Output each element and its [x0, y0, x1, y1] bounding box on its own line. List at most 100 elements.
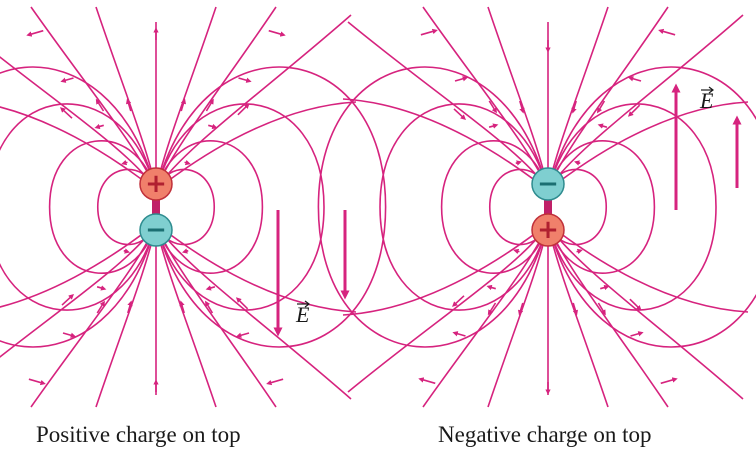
right-caption: Negative charge on top [438, 422, 652, 447]
field-line [342, 223, 549, 316]
field-line [547, 66, 756, 348]
field-direction-arrow [627, 76, 642, 82]
field-direction-arrow [121, 159, 128, 166]
positive-charge [139, 167, 173, 201]
field-direction-arrow [60, 77, 74, 83]
field-line [547, 6, 669, 190]
field-direction-arrow [453, 108, 466, 121]
field-line [317, 66, 549, 348]
field-direction-arrow [418, 377, 436, 385]
field-direction-arrow [600, 284, 610, 291]
field-line [0, 224, 157, 358]
field-direction-arrow [205, 285, 216, 291]
field-direction-arrow [237, 103, 250, 116]
vector-arrow-icon [708, 86, 714, 94]
field-line [155, 224, 352, 400]
field-direction-arrow [576, 248, 583, 255]
plus-sign: + [537, 215, 559, 245]
right-panel-field: −+ [317, 6, 756, 408]
vector-arrow-icon [304, 300, 310, 308]
field-line [48, 140, 157, 274]
field-line [342, 98, 549, 191]
field-direction-arrow [597, 100, 606, 114]
field-direction-arrow [127, 300, 133, 314]
field-direction-arrow [597, 123, 608, 129]
field-direction-arrow [486, 284, 496, 291]
field-line [347, 224, 549, 393]
minus-sign: − [145, 215, 167, 245]
field-line [422, 224, 549, 408]
field-direction-arrow [61, 293, 74, 306]
field-direction-arrow [208, 123, 218, 130]
field-direction-arrow [184, 159, 191, 166]
field-direction-arrow [205, 98, 214, 112]
field-direction-arrow [454, 76, 469, 82]
field-direction-arrow [268, 29, 286, 37]
field-direction-arrow [629, 298, 642, 311]
field-line [155, 168, 216, 246]
field-direction-arrow [627, 104, 641, 117]
field-line [347, 21, 549, 190]
field-direction-arrow [452, 331, 466, 337]
field-direction-arrow [62, 332, 77, 338]
field-direction-arrow [597, 302, 606, 316]
field-line [547, 223, 749, 313]
field-line [547, 103, 717, 311]
field-line [155, 223, 357, 313]
e-field-label: E [699, 88, 714, 113]
positive-charge [531, 213, 565, 247]
field-direction-arrow [572, 302, 579, 316]
field-line [155, 140, 264, 274]
field-direction-arrow [205, 300, 214, 314]
field-line [547, 224, 669, 408]
field-direction-arrow [630, 331, 644, 337]
field-direction-arrow [179, 300, 185, 314]
field-line [547, 168, 608, 246]
field-direction-arrow [266, 378, 284, 386]
field-direction-arrow [94, 123, 104, 130]
field-direction-arrow [238, 77, 252, 83]
field-line [155, 103, 325, 311]
field-direction-arrow [660, 377, 678, 385]
field-line [547, 14, 744, 190]
field-line [155, 66, 387, 348]
field-line [440, 140, 549, 274]
field-line [547, 224, 744, 400]
negative-charge [531, 167, 565, 201]
negative-charge [139, 213, 173, 247]
field-direction-arrow [571, 100, 577, 114]
e-field-label: E [295, 302, 310, 327]
field-direction-arrow [517, 302, 524, 316]
field-direction-arrow [96, 285, 107, 291]
field-line [155, 224, 277, 408]
field-direction-arrow [658, 28, 676, 36]
field-line [155, 14, 352, 190]
field-direction-arrow [420, 28, 438, 36]
left-caption: Positive charge on top [36, 422, 241, 447]
field-line [155, 101, 357, 191]
field-direction-arrow [515, 160, 523, 166]
dipole-rod [152, 189, 160, 225]
field-direction-arrow [487, 302, 497, 316]
field-line [0, 103, 157, 311]
field-direction-arrow [573, 160, 581, 166]
field-line [0, 56, 157, 190]
dipole-rod [544, 189, 552, 225]
field-direction-arrow [452, 295, 465, 307]
field-direction-arrow [519, 100, 525, 114]
plus-sign: + [145, 169, 167, 199]
field-direction-arrow [26, 29, 44, 37]
minus-sign: − [537, 169, 559, 199]
field-direction-arrow [123, 248, 131, 254]
field-line [547, 140, 656, 274]
field-line [488, 168, 549, 246]
field-line [155, 6, 277, 190]
left-panel-field: +− [0, 6, 387, 408]
field-direction-arrow [60, 107, 73, 119]
field-line [422, 6, 549, 190]
field-direction-arrow [235, 297, 249, 310]
field-direction-arrow [96, 300, 105, 314]
field-line [30, 224, 157, 408]
field-direction-arrow [95, 98, 105, 112]
